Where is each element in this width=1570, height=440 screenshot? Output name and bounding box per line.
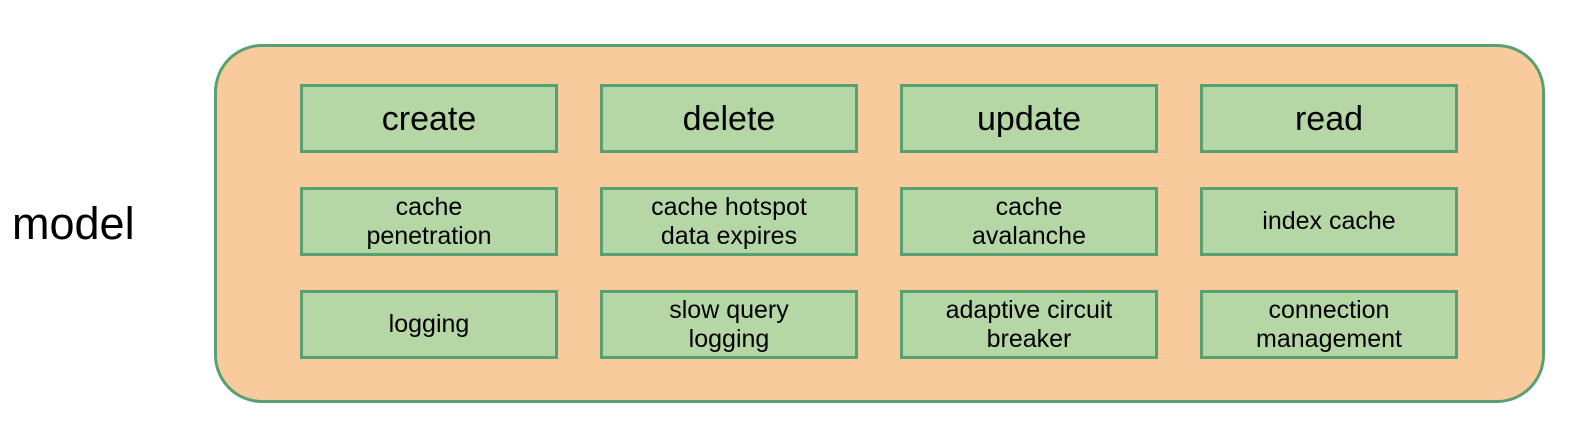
node-connection-management: connection management bbox=[1200, 290, 1458, 359]
node-cache-avalanche: cache avalanche bbox=[900, 187, 1158, 256]
model-label: model bbox=[12, 198, 135, 249]
node-read: read bbox=[1200, 84, 1458, 153]
node-create: create bbox=[300, 84, 558, 153]
node-index-cache: index cache bbox=[1200, 187, 1458, 256]
node-slow-query-logging: slow query logging bbox=[600, 290, 858, 359]
node-delete: delete bbox=[600, 84, 858, 153]
model-container: create delete update read cache penetrat… bbox=[214, 44, 1545, 403]
node-cache-hotspot-data-expires: cache hotspot data expires bbox=[600, 187, 858, 256]
node-grid: create delete update read cache penetrat… bbox=[300, 84, 1458, 359]
node-update: update bbox=[900, 84, 1158, 153]
node-adaptive-circuit-breaker: adaptive circuit breaker bbox=[900, 290, 1158, 359]
node-cache-penetration: cache penetration bbox=[300, 187, 558, 256]
node-logging: logging bbox=[300, 290, 558, 359]
